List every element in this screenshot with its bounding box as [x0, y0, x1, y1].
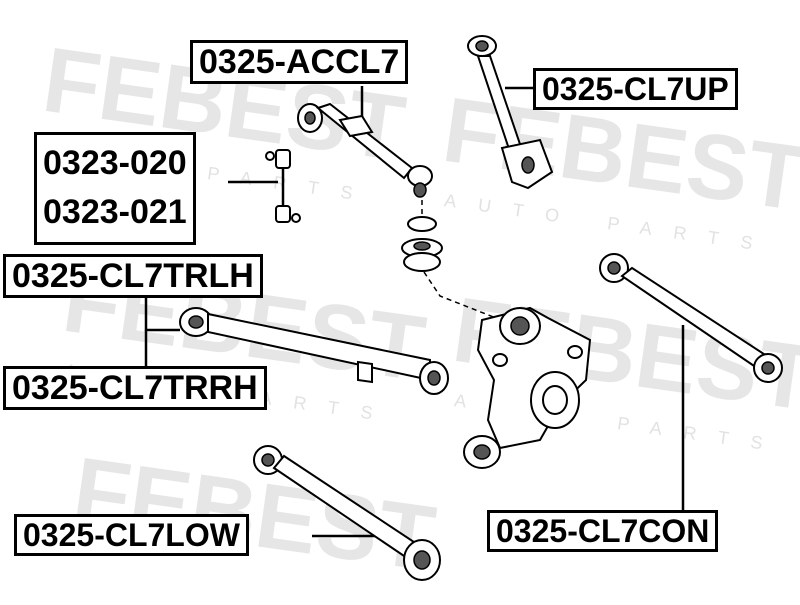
label-0325-accl7: 0325-ACCL7 [190, 40, 409, 84]
part-lower-arm [253, 445, 441, 581]
part-number-text: 0325-ACCL7 [199, 43, 400, 81]
part-number-text: 0325-CL7CON [496, 513, 710, 549]
part-number-text: 0325-CL7TRLH [12, 257, 254, 295]
part-number-text: 0325-CL7LOW [23, 517, 240, 553]
label-0323-link: 0323-020 0323-021 [34, 132, 196, 245]
label-0325-cl7up: 0325-CL7UP [533, 68, 738, 110]
part-trailing-arm [179, 307, 449, 395]
label-0325-cl7low: 0325-CL7LOW [14, 514, 249, 556]
part-knuckle [463, 306, 592, 469]
part-bushings [401, 200, 497, 319]
label-0325-cl7con: 0325-CL7CON [487, 510, 719, 552]
part-stabilizer-link [265, 149, 301, 223]
part-number-text: 0323-021 [43, 193, 187, 232]
part-number-text: 0323-020 [43, 144, 187, 182]
leader-lines [144, 86, 685, 538]
part-upper-arm [467, 35, 554, 190]
label-0325-cl7trrh: 0325-CL7TRRH [3, 366, 267, 410]
label-0325-cl7trlh: 0325-CL7TRLH [3, 254, 263, 298]
part-control-arm [599, 253, 783, 383]
part-number-text: 0325-CL7UP [542, 71, 729, 107]
part-number-text: 0325-CL7TRRH [12, 369, 258, 407]
part-adjustable-arm [297, 102, 433, 198]
